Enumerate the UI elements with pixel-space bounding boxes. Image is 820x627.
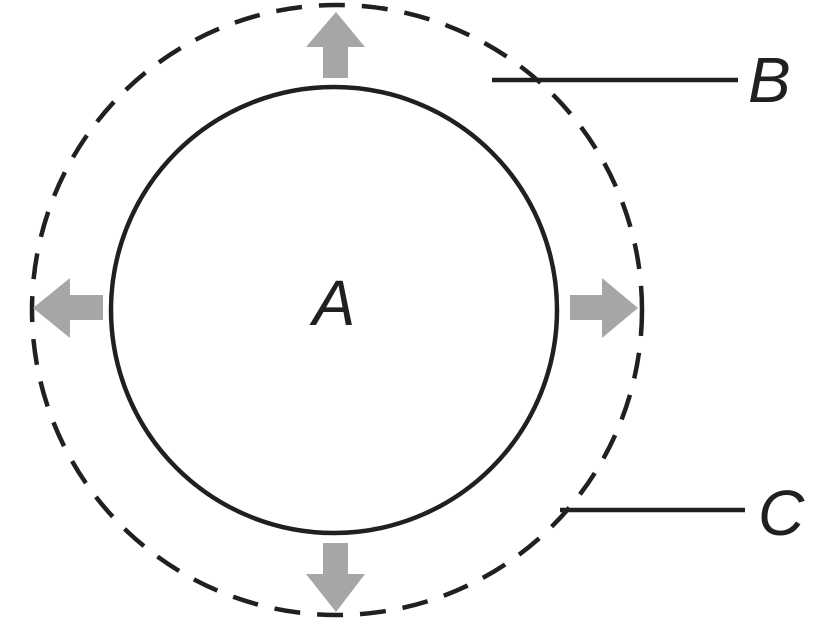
- outer-dashed-circle: [29, 2, 645, 618]
- expansion-arrows: [33, 12, 638, 612]
- label-b: B: [748, 44, 791, 116]
- label-c: C: [758, 477, 805, 549]
- inner-solid-circle: [108, 84, 560, 536]
- arrow-down-icon: [306, 543, 365, 612]
- label-a: A: [309, 267, 356, 339]
- arrow-right-icon: [570, 278, 638, 338]
- arrow-up-icon: [306, 12, 365, 78]
- arrow-left-icon: [33, 278, 103, 338]
